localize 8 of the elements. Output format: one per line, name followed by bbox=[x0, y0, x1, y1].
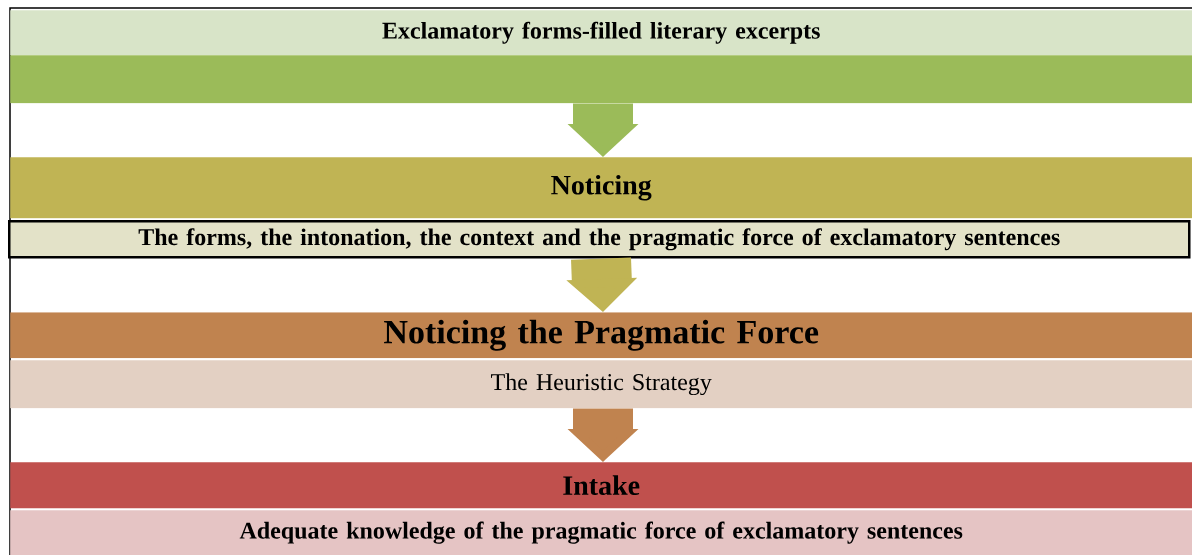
text-band: The Heuristic Strategy bbox=[10, 360, 1192, 409]
text-band: Noticing the Pragmatic Force bbox=[10, 312, 1192, 359]
text-band: Exclamatory forms-filled literary excerpts bbox=[10, 10, 1192, 56]
bar bbox=[10, 55, 1192, 104]
text-band: The forms, the intonation, the context and the pragmatic force of exclamatory sentences bbox=[8, 220, 1191, 259]
text-band: Noticing bbox=[10, 157, 1192, 219]
text-band: Adequate knowledge of the pragmatic force of exclamatory sentences bbox=[10, 510, 1192, 555]
text-band: Intake bbox=[10, 462, 1192, 509]
